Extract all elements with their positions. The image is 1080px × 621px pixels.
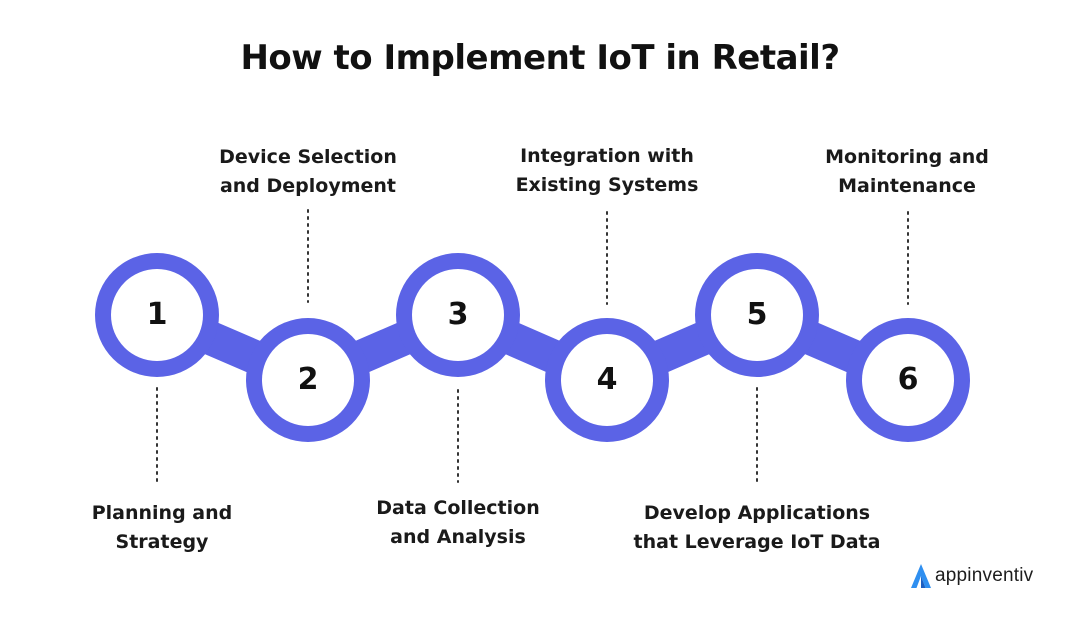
ring-inner-discs [111, 269, 954, 426]
step-label-6-line1: Monitoring and [825, 146, 989, 168]
step-label-3-line1: Data Collection [376, 497, 540, 519]
ring-3-inner [412, 269, 504, 361]
step-label-5-line2: that Leverage IoT Data [633, 531, 881, 553]
step-label-2-line2: and Deployment [219, 175, 397, 197]
step-label-4-line2: Existing Systems [515, 174, 699, 196]
step-label-5-line1: Develop Applications [643, 502, 871, 524]
step-label-2: Device Selection and Deployment [188, 143, 428, 201]
step-label-1: Planning and Strategy [42, 499, 282, 557]
step-number-3: 3 [447, 297, 469, 332]
step-label-4-line1: Integration with [520, 145, 694, 167]
appinventiv-logo-icon [911, 564, 931, 588]
step-label-3: Data Collection and Analysis [338, 494, 578, 552]
ring-5-inner [711, 269, 803, 361]
step-number-5: 5 [746, 297, 768, 332]
ring-2-inner [262, 334, 354, 426]
step-label-5: Develop Applications that Leverage IoT D… [627, 499, 887, 557]
brand-name: appinventiv [935, 565, 1034, 586]
page-title: How to Implement IoT in Retail? [240, 38, 840, 78]
step-number-1: 1 [146, 297, 168, 332]
ring-1-inner [111, 269, 203, 361]
step-label-3-line2: and Analysis [390, 526, 526, 548]
step-label-6: Monitoring and Maintenance [787, 143, 1027, 201]
ring-4-inner [561, 334, 653, 426]
step-label-1-line2: Strategy [115, 531, 209, 553]
step-number-4: 4 [596, 362, 618, 397]
brand-logo: appinventiv [910, 560, 1033, 592]
step-number-6: 6 [897, 362, 919, 397]
leader-lines [156, 209, 909, 483]
step-label-6-line2: Maintenance [838, 175, 976, 197]
step-label-1-line1: Planning and [91, 502, 233, 524]
step-label-2-line1: Device Selection [219, 146, 397, 168]
ring-6-inner [862, 334, 954, 426]
step-number-2: 2 [297, 362, 319, 397]
step-label-4: Integration with Existing Systems [487, 142, 727, 200]
